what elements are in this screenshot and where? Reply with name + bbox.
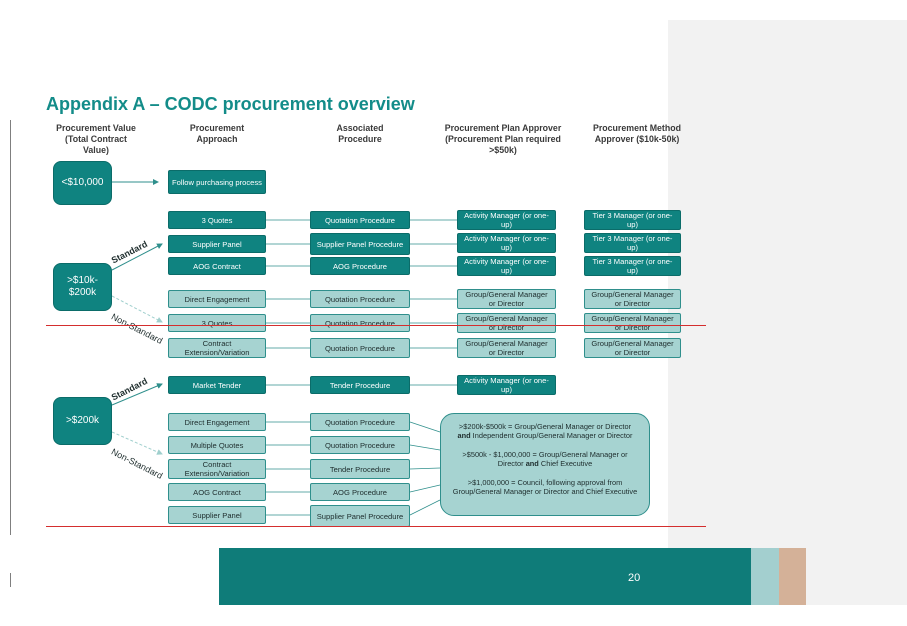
high-procedure-aog: AOG Procedure [310, 483, 410, 501]
high-approach-aog-contract: AOG Contract [168, 483, 266, 501]
mid-approach-aog-contract: AOG Contract [168, 257, 266, 275]
mid-method-approver-5: Group/General Manager or Director [584, 313, 681, 333]
branch-label-standard-high: Standard [109, 375, 150, 403]
high-approach-supplier-panel: Supplier Panel [168, 506, 266, 524]
mid-plan-approver-4: Group/General Manager or Director [457, 289, 556, 309]
mid-procedure-quotation: Quotation Procedure [310, 211, 410, 229]
mid-plan-approver-3: Activity Manager (or one-up) [457, 256, 556, 276]
page-number: 20 [628, 572, 641, 584]
high-procedure-supplier-panel: Supplier Panel Procedure [310, 505, 410, 527]
mid-plan-approver-2: Activity Manager (or one-up) [457, 233, 556, 253]
branch-label-nonstandard-high: Non-Standard [109, 446, 165, 481]
high-plan-approver-market-tender: Activity Manager (or one-up) [457, 375, 556, 395]
mid-plan-approver-5: Group/General Manager or Director [457, 313, 556, 333]
high-approach-multiple-quotes: Multiple Quotes [168, 436, 266, 454]
mid-method-approver-6: Group/General Manager or Director [584, 338, 681, 358]
mid-procedure-quotation-3quotes: Quotation Procedure [310, 314, 410, 332]
high-procedure-tender-extension: Tender Procedure [310, 459, 410, 479]
high-approach-contract-extension: Contract Extension/Variation [168, 459, 266, 479]
approval-threshold-over-1m: >$1,000,000 = Council, following approva… [452, 477, 638, 497]
mid-method-approver-4: Group/General Manager or Director [584, 289, 681, 309]
high-procedure-quotation-direct: Quotation Procedure [310, 413, 410, 431]
mid-procedure-supplier-panel: Supplier Panel Procedure [310, 233, 410, 255]
high-approach-market-tender: Market Tender [168, 376, 266, 394]
mid-approach-3-quotes-nonstandard: 3 Quotes [168, 314, 266, 332]
high-procedure-quotation-multiple: Quotation Procedure [310, 436, 410, 454]
mid-method-approver-2: Tier 3 Manager (or one-up) [584, 233, 681, 253]
high-approach-direct-engagement: Direct Engagement [168, 413, 266, 431]
mid-procedure-aog: AOG Procedure [310, 257, 410, 275]
branch-label-nonstandard-mid: Non-Standard [109, 311, 165, 346]
mid-plan-approver-1: Activity Manager (or one-up) [457, 210, 556, 230]
mid-method-approver-1: Tier 3 Manager (or one-up) [584, 210, 681, 230]
footer-bar [219, 548, 751, 605]
value-box-under-10k: <$10,000 [53, 161, 112, 205]
approach-follow-purchasing-process: Follow purchasing process [168, 170, 266, 194]
left-margin-tick [10, 573, 11, 587]
red-divider-bottom [46, 526, 706, 527]
mid-approach-direct-engagement: Direct Engagement [168, 290, 266, 308]
mid-approach-supplier-panel: Supplier Panel [168, 235, 266, 253]
red-divider-top [46, 325, 706, 326]
footer-accent-tan [779, 548, 806, 605]
header-plan-approver: Procurement Plan Approver(Procurement Pl… [444, 123, 562, 155]
page-title: Appendix A – CODC procurement overview [46, 94, 415, 114]
side-panel-background [668, 20, 907, 605]
mid-approach-3-quotes: 3 Quotes [168, 211, 266, 229]
mid-method-approver-3: Tier 3 Manager (or one-up) [584, 256, 681, 276]
approval-threshold-500k-1m: >$500k - $1,000,000 = Group/General Mana… [462, 449, 628, 469]
high-procedure-tender: Tender Procedure [310, 376, 410, 394]
mid-procedure-quotation-direct: Quotation Procedure [310, 290, 410, 308]
left-margin-line [10, 120, 11, 535]
approval-threshold-200k-500k: >$200k-$500k = Group/General Manager or … [457, 422, 633, 441]
mid-approach-contract-extension: Contract Extension/Variation [168, 338, 266, 358]
mid-plan-approver-6: Group/General Manager or Director [457, 338, 556, 358]
value-box-10k-200k: >$10k- $200k [53, 263, 112, 311]
approval-thresholds-note: >$200k-$500k = Group/General Manager or … [440, 413, 650, 516]
footer-accent-light [751, 548, 779, 605]
branch-label-standard-mid: Standard [109, 238, 150, 266]
mid-procedure-quotation-extension: Quotation Procedure [310, 338, 410, 358]
value-box-over-200k: >$200k [53, 397, 112, 445]
